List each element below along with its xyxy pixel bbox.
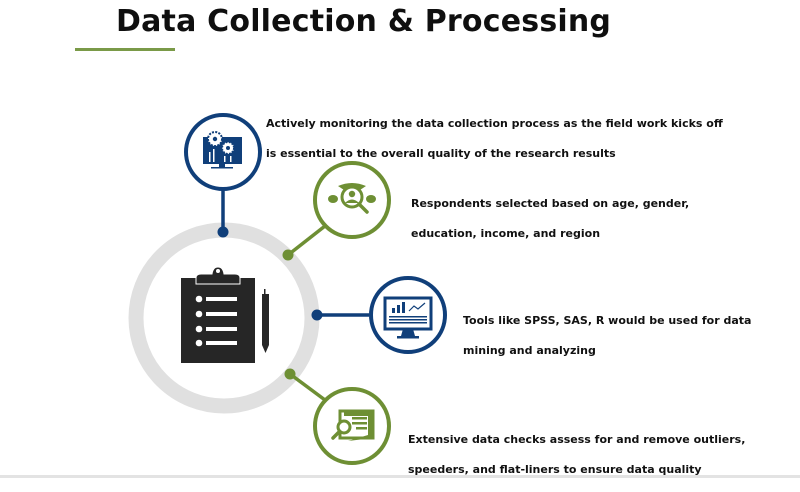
page-title: Data Collection & Processing xyxy=(116,4,612,39)
step-4-line-2: speeders, and flat-liners to ensure data… xyxy=(408,463,702,476)
step-4-node xyxy=(313,387,391,465)
footer-bar xyxy=(0,475,800,478)
title-underline xyxy=(75,48,175,51)
connector-2 xyxy=(282,224,327,261)
step-1-line-2: is essential to the overall quality of t… xyxy=(266,147,616,160)
step-2-node xyxy=(313,161,391,239)
step-4-description: Extensive data checks assess for and rem… xyxy=(408,417,748,492)
step-3-line-1: Tools like SPSS, SAS, R would be used fo… xyxy=(463,314,752,327)
clipboard-checklist-icon xyxy=(181,266,269,363)
connector-3 xyxy=(311,309,369,321)
step-1-node xyxy=(184,113,262,191)
step-4-line-1: Extensive data checks assess for and rem… xyxy=(408,433,746,446)
connector-1 xyxy=(217,190,229,238)
step-3-description: Tools like SPSS, SAS, R would be used fo… xyxy=(463,298,763,373)
step-1-description: Actively monitoring the data collection … xyxy=(266,101,736,176)
step-3-node xyxy=(369,276,447,354)
process-diagram xyxy=(128,113,447,465)
respondent-search-icon xyxy=(328,183,376,214)
step-2-description: Respondents selected based on age, gende… xyxy=(411,181,731,256)
step-1-line-1: Actively monitoring the data collection … xyxy=(266,117,723,130)
step-3-line-2: mining and analyzing xyxy=(463,344,596,357)
document-search-icon xyxy=(331,409,375,441)
monitor-gears-icon xyxy=(203,131,242,169)
step-2-line-2: education, income, and region xyxy=(411,227,601,240)
analytics-monitor-icon xyxy=(383,296,433,339)
step-2-line-1: Respondents selected based on age, gende… xyxy=(411,197,690,210)
connector-4 xyxy=(284,368,327,402)
